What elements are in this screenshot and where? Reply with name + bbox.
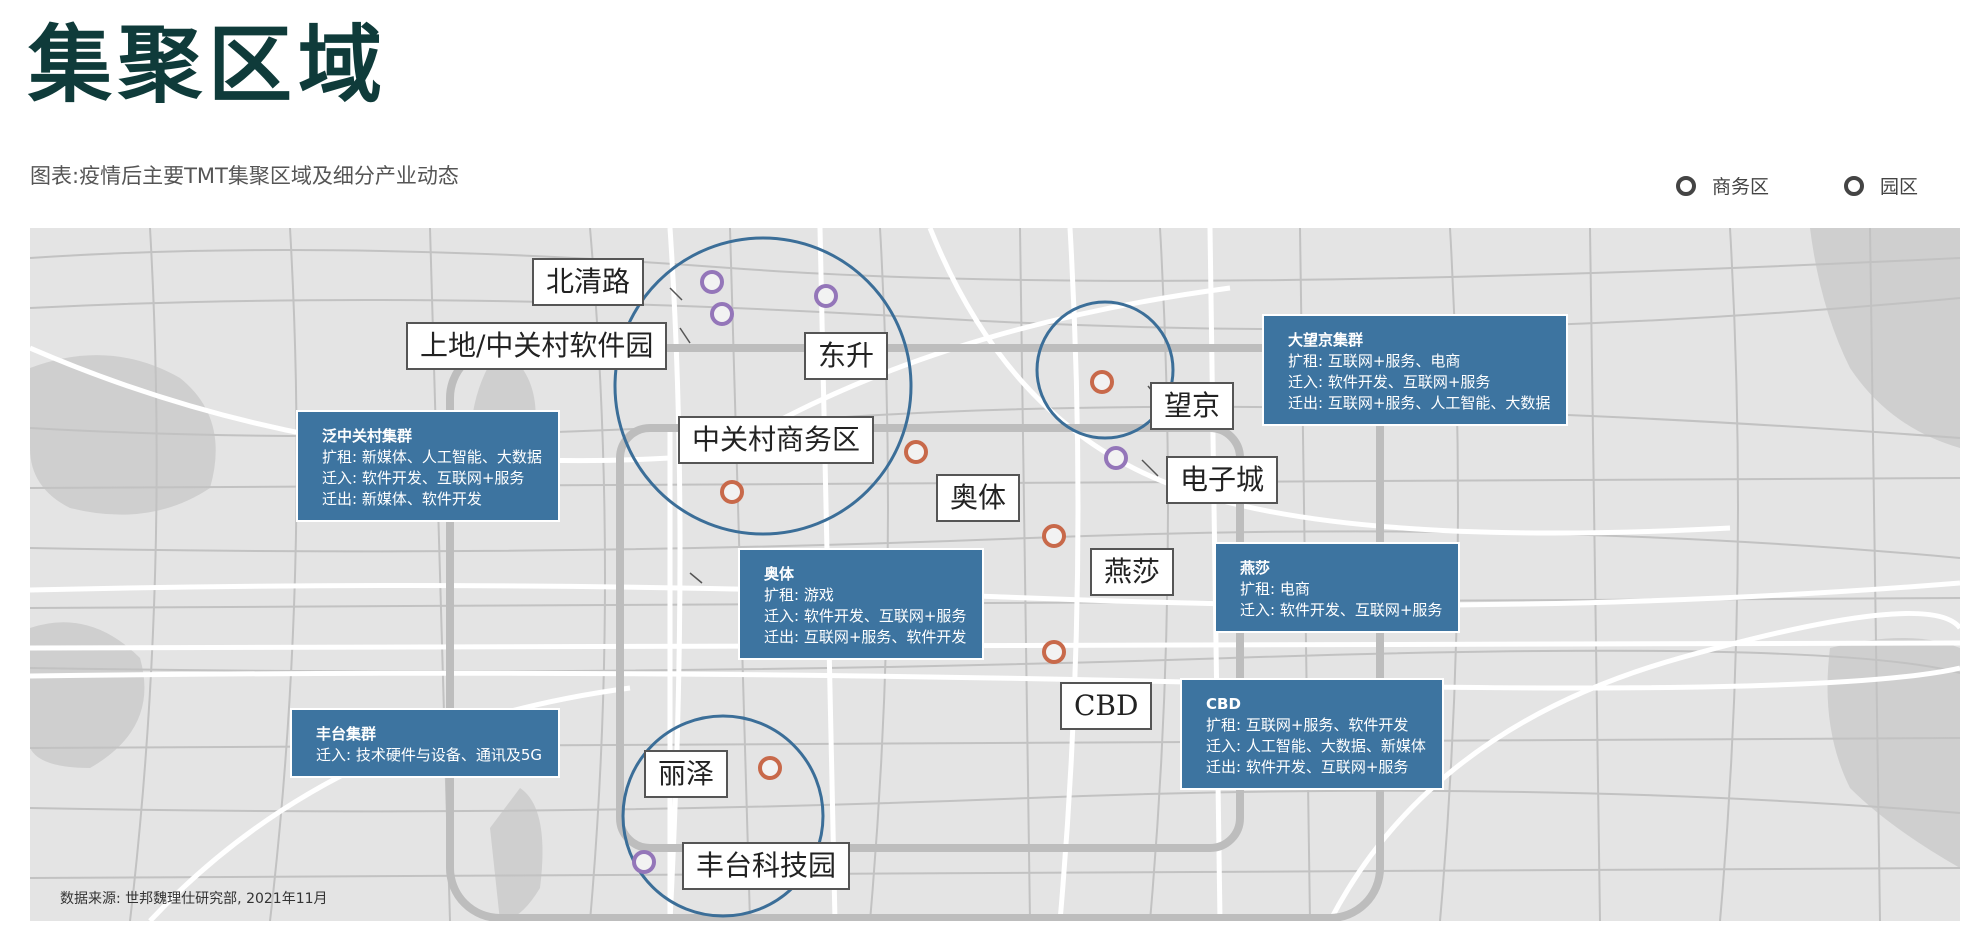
info-box-zhongguancun-cluster: 泛中关村集群 扩租: 新媒体、人工智能、大数据 迁入: 软件开发、互联网+服务 … <box>296 410 560 522</box>
park-marker-dongsheng[interactable] <box>814 284 838 308</box>
info-box-line: 迁入: 软件开发、互联网+服务 <box>322 469 525 487</box>
callout-aoti: 奥体 <box>936 474 1021 522</box>
callout-wangjing: 望京 <box>1150 382 1235 430</box>
callout-zhongguancun-business: 中关村商务区 <box>678 416 875 464</box>
info-box-line: 扩租: 互联网+服务、电商 <box>1288 352 1461 370</box>
beijing-map[interactable]: 泛中关村集群 扩租: 新媒体、人工智能、大数据 迁入: 软件开发、互联网+服务 … <box>30 228 1960 921</box>
park-marker-shangdi[interactable] <box>710 302 734 326</box>
business-marker-lize[interactable] <box>758 756 782 780</box>
business-marker-cbd[interactable] <box>1042 640 1066 664</box>
info-box-aoti: 奥体 扩租: 游戏 迁入: 软件开发、互联网+服务 迁出: 互联网+服务、软件开… <box>738 548 985 660</box>
info-box-heading: 大望京集群 <box>1288 331 1364 349</box>
park-marker-icon <box>1844 175 1864 196</box>
info-box-line: 扩租: 游戏 <box>764 586 834 604</box>
callout-dongsheng: 东升 <box>804 332 889 380</box>
info-box-fengtai-cluster: 丰台集群 迁入: 技术硬件与设备、通讯及5G <box>290 708 560 778</box>
info-box-line: 迁入: 人工智能、大数据、新媒体 <box>1206 737 1426 755</box>
business-marker-zhongguancun[interactable] <box>720 480 744 504</box>
data-source-note: 数据来源: 世邦魏理仕研究部, 2021年11月 <box>60 891 328 907</box>
chart-subtitle: 图表:疫情后主要TMT集聚区域及细分产业动态 <box>30 164 459 188</box>
info-box-heading: 泛中关村集群 <box>322 427 413 445</box>
callout-lize: 丽泽 <box>644 750 729 798</box>
business-district-marker-icon <box>1676 175 1696 196</box>
callout-shangdi: 上地/中关村软件园 <box>406 322 668 370</box>
info-box-heading: 奥体 <box>764 565 795 583</box>
info-box-line: 迁出: 互联网+服务、软件开发 <box>764 628 967 646</box>
info-box-line: 迁入: 技术硬件与设备、通讯及5G <box>316 746 542 764</box>
park-marker-fengtai[interactable] <box>632 850 656 874</box>
info-box-line: 扩租: 互联网+服务、软件开发 <box>1206 716 1409 734</box>
info-box-cbd: CBD 扩租: 互联网+服务、软件开发 迁入: 人工智能、大数据、新媒体 迁出:… <box>1180 678 1444 790</box>
callout-fengtai-park: 丰台科技园 <box>682 842 851 890</box>
info-box-line: 扩租: 新媒体、人工智能、大数据 <box>322 448 542 466</box>
info-box-line: 迁出: 软件开发、互联网+服务 <box>1206 758 1409 776</box>
callout-yansha: 燕莎 <box>1090 548 1175 596</box>
legend-park: 园区 <box>1844 172 1918 199</box>
info-box-wangjing-cluster: 大望京集群 扩租: 互联网+服务、电商 迁入: 软件开发、互联网+服务 迁出: … <box>1262 314 1569 426</box>
info-box-line: 扩租: 电商 <box>1240 580 1310 598</box>
info-box-line: 迁入: 软件开发、互联网+服务 <box>764 607 967 625</box>
page-title: 集聚区域 <box>28 15 389 114</box>
street-map-background <box>30 228 1960 921</box>
park-marker-dianzicheng[interactable] <box>1104 446 1128 470</box>
callout-cbd: CBD <box>1060 682 1153 730</box>
business-marker-yansha[interactable] <box>1042 524 1066 548</box>
info-box-line: 迁入: 软件开发、互联网+服务 <box>1240 601 1443 619</box>
info-box-heading: 丰台集群 <box>316 725 377 743</box>
info-box-heading: CBD <box>1206 695 1241 713</box>
info-box-yansha: 燕莎 扩租: 电商 迁入: 软件开发、互联网+服务 <box>1214 542 1461 633</box>
legend-park-label: 园区 <box>1880 176 1919 198</box>
business-marker-aoti[interactable] <box>904 440 928 464</box>
info-box-line: 迁入: 软件开发、互联网+服务 <box>1288 373 1491 391</box>
callout-beiqinglu: 北清路 <box>532 258 645 306</box>
legend-business-label: 商务区 <box>1712 176 1770 198</box>
legend-business-district: 商务区 <box>1676 172 1769 199</box>
callout-dianzicheng: 电子城 <box>1166 456 1279 504</box>
park-marker-beiqinglu[interactable] <box>700 270 724 294</box>
info-box-heading: 燕莎 <box>1240 559 1271 577</box>
info-box-line: 迁出: 新媒体、软件开发 <box>322 490 482 508</box>
info-box-line: 迁出: 互联网+服务、人工智能、大数据 <box>1288 394 1551 412</box>
business-marker-wangjing[interactable] <box>1090 370 1114 394</box>
